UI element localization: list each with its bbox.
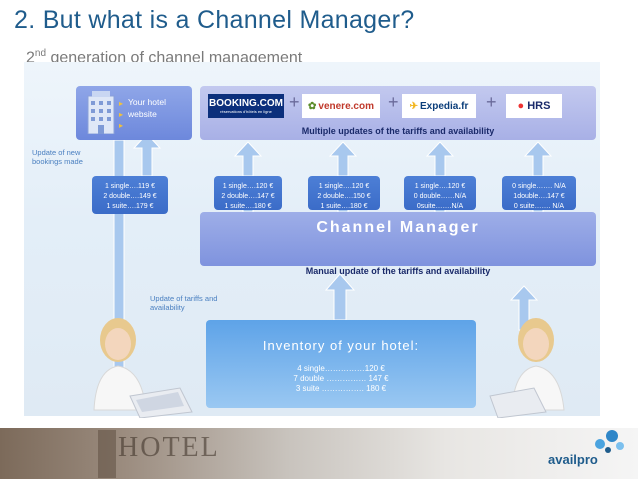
rate-card-booking: 1 single….120 €2 double….147 €1 suite….1…: [214, 176, 282, 210]
woman-at-laptop-left-image: [93, 318, 193, 418]
inventory-line: 3 suite ……………. 180 €: [295, 384, 387, 393]
arrow-up-to-website: [132, 133, 162, 177]
channel-manager-title: Channel Manager: [316, 219, 480, 236]
hotel-building-icon: [87, 91, 115, 134]
slide-title: 2. But what is a Channel Manager?: [14, 6, 415, 34]
inventory-up-arrow: [324, 273, 356, 321]
inventory-line: 4 single……………120 €: [297, 364, 385, 373]
tariffs-update-note: Update of tariffs and availability: [150, 294, 218, 312]
portal-arrows: [233, 141, 553, 177]
hotel-inventory-box: [206, 320, 476, 408]
inventory-line: 7 double …………… 147 €: [293, 374, 389, 383]
channel-manager-box: [200, 212, 596, 266]
venere-logo: ✿venere.com: [302, 94, 380, 118]
plus-icon: +: [289, 92, 300, 112]
cursor-icon: ▸▸▸: [119, 99, 124, 130]
footer-sign-post: [98, 430, 116, 478]
portals-caption: Multiple updates of the tariffs and avai…: [301, 126, 495, 136]
bookings-update-note: Update of new bookings made: [32, 148, 83, 166]
online-portals-box: BOOKING.COM réservations d'hôtels en lig…: [200, 86, 596, 140]
hotel-website-label: Your hotel website: [128, 97, 166, 119]
availpro-logo-icon: [595, 430, 624, 453]
plus-icon: +: [388, 92, 399, 112]
rate-card-website: 1 single….119 €2 double….149 €1 suite….1…: [92, 176, 168, 214]
availpro-brand: availpro: [548, 452, 598, 467]
woman-at-laptop-right-image: [489, 318, 565, 418]
hrs-logo: ●HRS: [506, 94, 562, 118]
plus-icon: +: [486, 92, 497, 112]
expedia-logo: ✈Expedia.fr: [402, 94, 476, 118]
inventory-title: Inventory of your hotel:: [262, 338, 420, 353]
inventory-list: 4 single……………120 € 7 double …………… 147 € …: [206, 364, 476, 394]
channel-manager-caption: Manual update of the tariffs and availab…: [305, 266, 491, 276]
rate-card-venere: 1 single….120 €2 double….150 €1 suite….1…: [308, 176, 380, 210]
footer-photo-strip: [0, 428, 638, 479]
booking-logo: BOOKING.COM réservations d'hôtels en lig…: [208, 94, 284, 118]
footer-hotel-sign: HOTEL: [118, 432, 220, 463]
